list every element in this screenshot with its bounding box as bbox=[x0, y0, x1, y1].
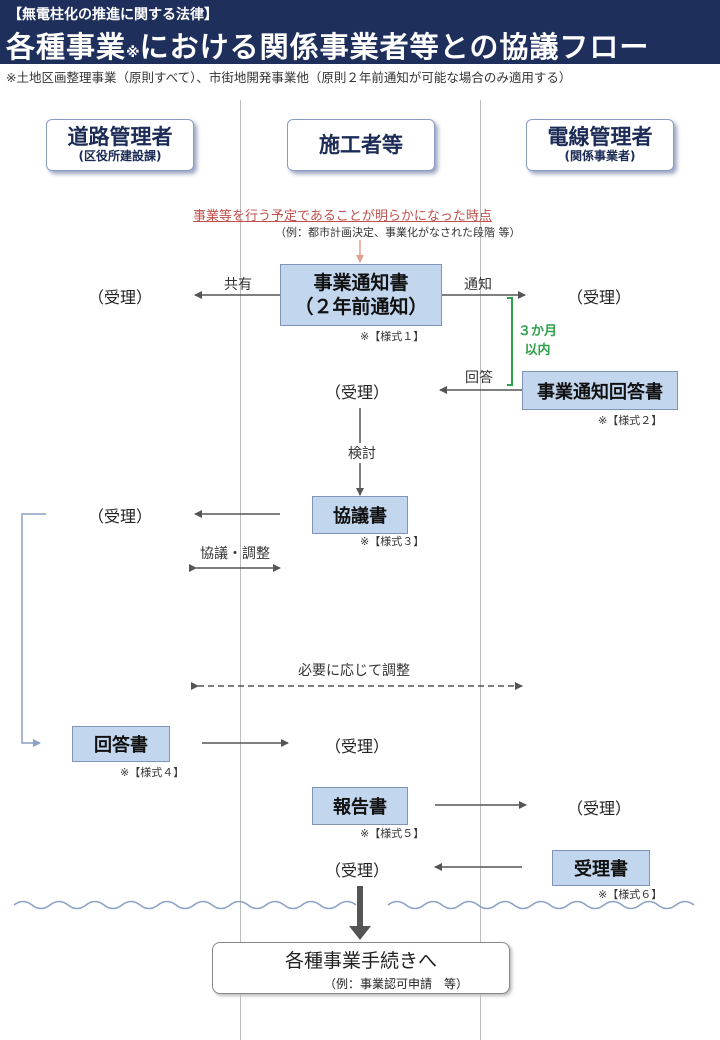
loop-back-arrow bbox=[21, 513, 46, 747]
lane-builder-name: 施工者等 bbox=[319, 133, 403, 157]
trigger-example: （例：都市計画決定、事業化がなされた段階 等） bbox=[275, 226, 521, 239]
lane-road-name: 道路管理者 bbox=[67, 125, 173, 149]
received-builder-receipt: （受理） bbox=[325, 861, 390, 880]
answer-form: ※【様式４】 bbox=[120, 766, 185, 779]
lane-road-sub: (区役所建設課) bbox=[78, 149, 162, 163]
received-road-consultation: （受理） bbox=[88, 507, 153, 526]
deadline-bracket bbox=[507, 297, 513, 386]
received-cable-report: （受理） bbox=[567, 799, 632, 818]
lane-cable-sub: (関係事業者) bbox=[564, 149, 636, 163]
wave-left bbox=[13, 900, 357, 910]
lane-header-road-manager: 道路管理者 (区役所建設課) bbox=[46, 119, 194, 171]
share-label: 共有 bbox=[224, 277, 252, 293]
answer-document: 回答書 bbox=[72, 726, 170, 762]
reply-label: 回答 bbox=[465, 370, 493, 386]
notice-line1: 事業通知書 bbox=[313, 272, 409, 294]
consultation-document: 協議書 bbox=[312, 496, 408, 534]
received-road-notice: （受理） bbox=[88, 288, 153, 307]
lane-header-cable-manager: 電線管理者 (関係事業者) bbox=[526, 119, 674, 171]
header-bar: 【無電柱化の推進に関する法律】 各種事業※における関係事業者等との協議フロー bbox=[0, 0, 720, 64]
title-mark: ※ bbox=[126, 45, 140, 61]
report-document: 報告書 bbox=[312, 787, 408, 825]
final-example: （例：事業認可申請 等） bbox=[323, 977, 468, 991]
wave-right bbox=[387, 900, 695, 910]
deadline-line1: ３か月 bbox=[518, 324, 558, 339]
consultation-form: ※【様式３】 bbox=[360, 535, 425, 548]
received-builder-answer: （受理） bbox=[325, 737, 390, 756]
receipt-document: 受理書 bbox=[552, 850, 650, 886]
deadline-label: ３か月 以内 bbox=[518, 322, 557, 360]
title-main: 各種事業 bbox=[6, 30, 127, 64]
final-arrow-head bbox=[349, 926, 371, 940]
notice-document: 事業通知書 （２年前通知） bbox=[280, 264, 442, 326]
consult-adjust-label: 協議・調整 bbox=[200, 546, 270, 562]
review-label: 検討 bbox=[346, 443, 378, 463]
final-title: 各種事業手続きへ bbox=[284, 950, 437, 972]
trigger-text: 事業等を行う予定であることが明らかになった時点 bbox=[193, 209, 492, 224]
notify-label: 通知 bbox=[464, 277, 492, 293]
title-rest: における関係事業者等との協議フロー bbox=[139, 30, 650, 64]
lane-cable-name: 電線管理者 bbox=[547, 125, 653, 149]
received-cable-notice: （受理） bbox=[567, 288, 632, 307]
notice-reply-document: 事業通知回答書 bbox=[522, 371, 678, 410]
law-subtitle: 【無電柱化の推進に関する法律】 bbox=[8, 7, 218, 23]
notice-form: ※【様式１】 bbox=[360, 330, 425, 343]
lane-divider-right bbox=[480, 100, 481, 1040]
notice-line2: （２年前通知） bbox=[294, 296, 428, 318]
final-arrow-shaft bbox=[357, 886, 363, 930]
deadline-line2: 以内 bbox=[524, 343, 551, 358]
notice-reply-form: ※【様式２】 bbox=[598, 414, 663, 427]
receipt-form: ※【様式６】 bbox=[598, 888, 663, 901]
scope-note: ※土地区画整理事業（原則すべて）、市街地開発事業他（原則２年前通知が可能な場合の… bbox=[6, 70, 572, 85]
report-form: ※【様式５】 bbox=[360, 827, 425, 840]
page-title: 各種事業※における関係事業者等との協議フロー bbox=[6, 24, 649, 66]
adjust-label: 必要に応じて調整 bbox=[298, 663, 410, 679]
final-procedures-box: 各種事業手続きへ （例：事業認可申請 等） bbox=[212, 942, 510, 994]
lane-header-builder: 施工者等 bbox=[287, 119, 435, 171]
received-builder-reply: （受理） bbox=[325, 383, 390, 402]
